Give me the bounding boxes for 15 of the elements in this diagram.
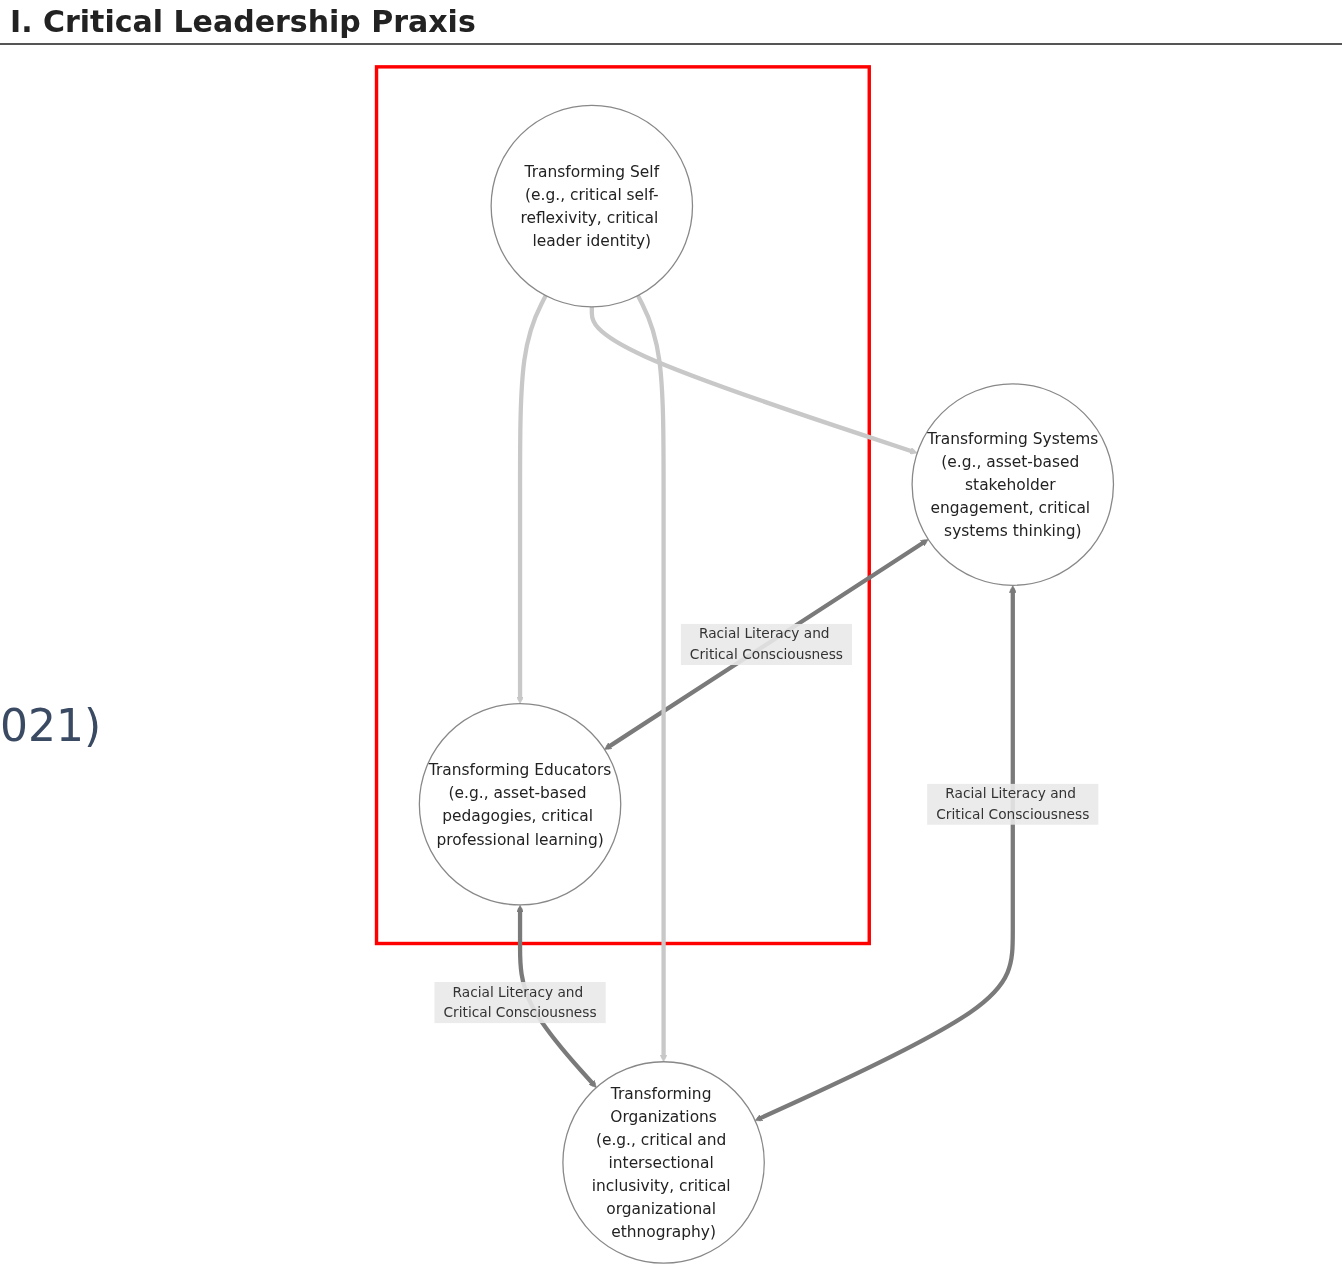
node-circle: Transforming Educators (e.g., asset-based pedagogies, critical professional learning)	[418, 702, 622, 906]
text-fragment: 021)	[0, 700, 102, 751]
diagram-title: I. Critical Leadership Praxis	[0, 0, 1342, 45]
edge-label: Racial Literacy and Critical Consciousness	[689, 625, 843, 663]
cluster	[374, 65, 871, 946]
arrow	[636, 294, 668, 1063]
edge-label: Racial Literacy and Critical Consciousness	[443, 983, 597, 1021]
arrow	[754, 585, 1017, 1122]
arrow	[604, 539, 929, 750]
node-circle: Transforming Organizations (e.g., critical and intersectional inclusivity, critical organizational ethnography)	[562, 1061, 765, 1264]
node-circle: Transforming Self (e.g., critical self-reflexivity, critical leader identity)	[490, 104, 694, 308]
edge-label: Racial Literacy and Critical Consciousness	[936, 785, 1090, 823]
arrow	[516, 294, 548, 704]
node-circle: Transforming Systems (e.g., asset-based stakeholder engagement, critical systems thinking)	[911, 383, 1115, 586]
arrow	[589, 306, 918, 455]
